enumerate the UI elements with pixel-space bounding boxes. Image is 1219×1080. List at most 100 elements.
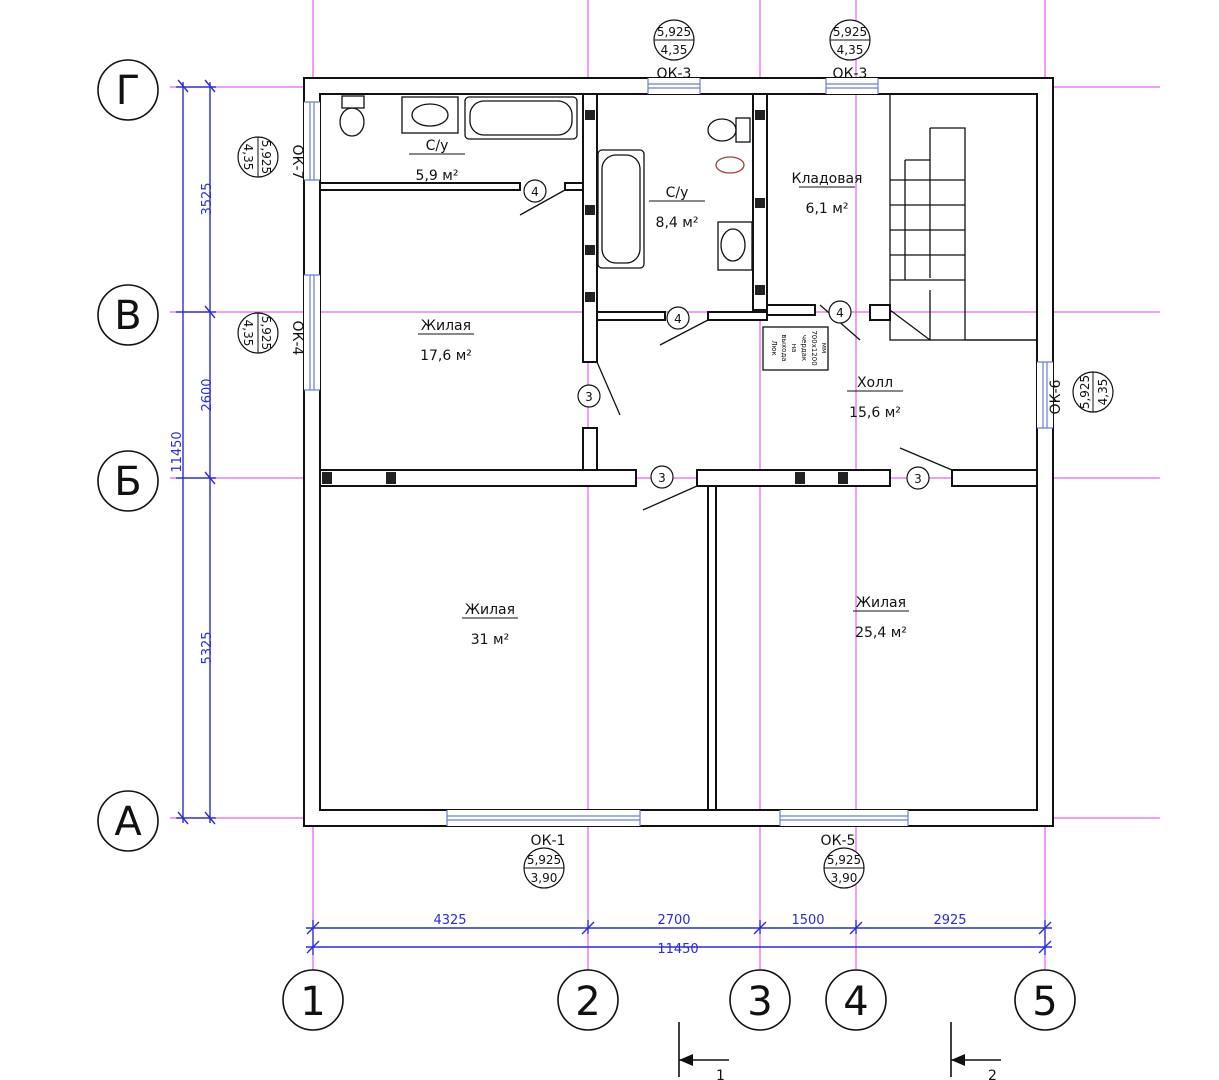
dim-vertical-3: 5325 [200,631,215,664]
door-tag-circle [577,384,601,408]
room-area: 6,1 м² [806,201,849,217]
section-marks: 1 2 [678,1022,1001,1080]
dim-horizontal-2: 2700 [657,913,690,928]
room-name: Холл [857,375,893,391]
window-top-level: 5,925 [259,316,273,350]
room-area: 8,4 м² [656,215,699,231]
room-labels: С/у 5,9 м² С/у 8,4 м² Кладовая 6,1 м² Жилая 17,… [409,138,909,648]
hatch-label: мм [820,343,828,354]
window-top-level: 5,925 [259,140,273,174]
hatch-label: 700х1200 [810,330,818,365]
window-mark: 5,925 4,35 ОК-4 [237,312,305,356]
axis-bubbles: Г В Б А 1 2 3 4 5 [97,59,1076,1031]
axis-label-column: 4 [843,979,868,1025]
room-name: С/у [426,138,449,154]
door-tag: 4 [531,185,539,199]
axis-bubble-row [97,790,159,852]
axis-bubble-column [557,969,619,1031]
room-name: Кладовая [792,171,863,187]
door-tag-circle [523,179,547,203]
window-label: ОК-6 [1048,379,1064,414]
axis-bubble-row [97,450,159,512]
window-label: ОК-4 [289,321,305,356]
door-tag: 4 [836,306,844,320]
door-tag: 4 [674,312,682,326]
window-bottom-level: 4,35 [241,320,255,347]
window-top-level: 5,925 [1078,375,1092,409]
dim-horizontal-3: 1500 [791,913,824,928]
section-mark-2: 2 [988,1068,997,1080]
window-bottom-level: 3,90 [531,871,558,885]
axis-label-row: Г [116,68,140,114]
door-tag-circle [650,465,674,489]
door-tag-circle [828,300,852,324]
axis-label-column: 3 [747,979,772,1025]
axis-label-column: 5 [1032,979,1057,1025]
hatch-label: на [790,344,798,353]
plumbing-fixtures [339,95,753,271]
door-tag: 3 [585,390,593,404]
window-top-level: 5,925 [827,853,861,867]
window-label: ОК-5 [821,833,856,849]
hatch-label: чердак [800,335,808,361]
dimension-lines: 3525 2600 5325 11450 4325 2700 1500 2925… [170,79,1052,957]
axis-bubble-column [1014,969,1076,1031]
room-area: 31 м² [471,632,509,648]
hatch-label: Люк [770,340,778,355]
staircase [889,93,1038,341]
window-label: ОК-3 [833,66,868,82]
door-tag-circle [906,466,930,490]
window-mark: 5,925 4,35 ОК-6 [1048,371,1114,414]
window-label: ОК-1 [531,833,566,849]
axis-bubble-column [825,969,887,1031]
axis-bubble-column [729,969,791,1031]
axis-label-row: Б [114,459,141,505]
room-name: Жилая [465,602,515,618]
axis-bubble-row [97,284,159,346]
window-bottom-level: 3,90 [831,871,858,885]
axis-label-row: А [114,799,142,845]
window-bottom-level: 4,35 [837,43,864,57]
dim-vertical-1: 3525 [200,182,215,215]
room-area: 5,9 м² [416,168,459,184]
outer-walls [303,77,1054,827]
window-mark: 5,925 3,90 ОК-1 [523,833,566,889]
room-area: 25,4 м² [855,625,907,641]
window-label: ОК-7 [289,145,305,180]
dim-horizontal-1: 4325 [433,913,466,928]
axis-label-column: 2 [575,979,600,1025]
axis-bubble-column [282,969,344,1031]
interior-walls [319,93,1038,811]
window-bottom-level: 4,35 [241,144,255,171]
axis-label-row: В [114,293,141,339]
door-tag-circle [666,306,690,330]
door-tag: 3 [914,472,922,486]
window-bottom-level: 4,35 [661,43,688,57]
room-name: Жилая [421,318,471,334]
axis-bubble-row [97,59,159,121]
window-top-level: 5,925 [657,25,691,39]
dim-vertical-2: 2600 [200,378,215,411]
room-name: Жилая [856,595,906,611]
window-top-level: 5,925 [527,853,561,867]
window-mark: 5,925 4,35 ОК-7 [237,136,305,180]
dim-vertical-total: 11450 [170,431,185,472]
hatch-label: выхода [780,334,788,361]
room-area: 17,6 м² [420,348,472,364]
room-area: 15,6 м² [849,405,901,421]
dim-horizontal-total: 11450 [657,942,698,957]
door-tags: 4 4 4 3 3 3 [523,179,930,490]
window-label: ОК-3 [657,66,692,82]
door-tag: 3 [658,471,666,485]
axis-label-column: 1 [300,979,325,1025]
dim-horizontal-4: 2925 [933,913,966,928]
section-mark-1: 1 [716,1068,725,1080]
window-top-level: 5,925 [833,25,867,39]
window-bottom-level: 4,35 [1096,379,1110,406]
room-name: С/у [666,185,689,201]
